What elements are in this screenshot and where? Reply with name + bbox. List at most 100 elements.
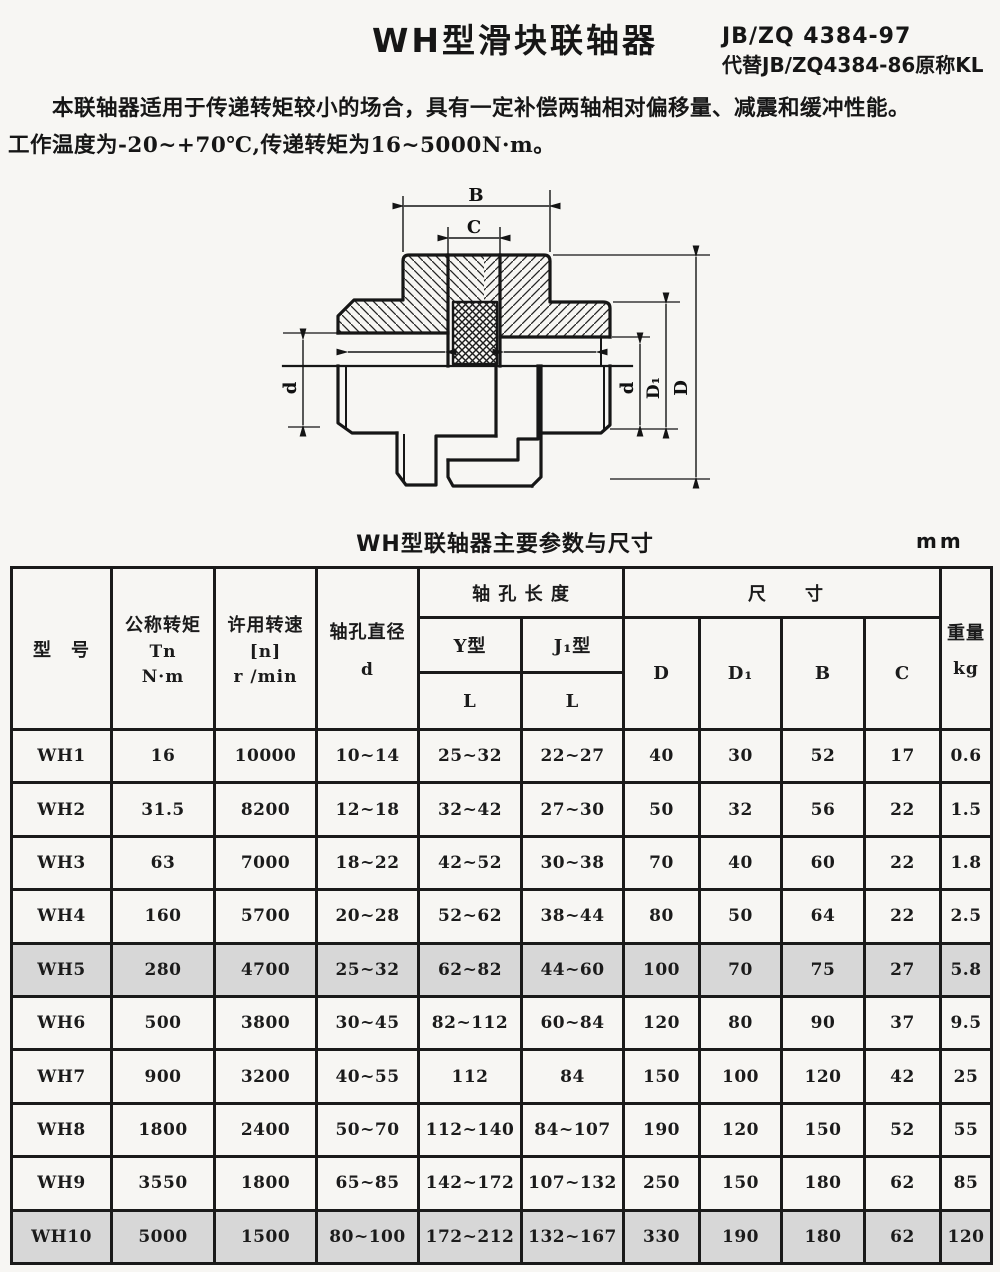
table-cell: 9.5 xyxy=(939,994,993,1052)
table-cell: 85 xyxy=(939,1155,993,1212)
model-cell: WH8 xyxy=(10,1101,113,1159)
col-header-B: B xyxy=(780,616,866,731)
table-cell: 70 xyxy=(622,834,701,892)
table-cell: 42~52 xyxy=(417,834,523,892)
model-cell: WH2 xyxy=(10,781,113,838)
model-cell: WH9 xyxy=(10,1155,113,1212)
col-header-torque: 公称转矩 Tn N·m xyxy=(110,566,216,731)
col-header-C: C xyxy=(863,616,942,731)
label-D1: D₁ xyxy=(644,377,664,399)
model-cell: WH1 xyxy=(10,727,113,785)
table-cell: 22 xyxy=(863,834,942,892)
table-cell: 25~32 xyxy=(315,941,420,998)
table-cell: 172~212 xyxy=(417,1208,523,1265)
col-header-weight: 重量 kg xyxy=(939,566,993,731)
table-cell: 8200 xyxy=(213,781,318,838)
table-cell: 60~84 xyxy=(520,994,625,1052)
upper-section-hatching xyxy=(338,255,610,364)
model-cell: WH4 xyxy=(10,888,113,945)
table-cell: 80 xyxy=(698,994,783,1052)
table-cell: 55 xyxy=(939,1101,993,1159)
table-cell: 12~18 xyxy=(315,781,420,838)
col-header-D: D xyxy=(622,616,701,731)
model-cell: WH7 xyxy=(10,1048,113,1105)
col-header-L-y: L xyxy=(417,671,523,731)
table-cell: 62 xyxy=(863,1155,942,1212)
table-cell: 84~107 xyxy=(520,1101,625,1159)
table-cell: 3800 xyxy=(213,994,318,1052)
table-cell: 60 xyxy=(780,834,866,892)
table-cell: 1800 xyxy=(110,1101,216,1159)
table-cell: 120 xyxy=(698,1101,783,1159)
table-cell: 27 xyxy=(863,941,942,998)
table-cell: 40 xyxy=(622,727,701,785)
table-cell: 52 xyxy=(863,1101,942,1159)
table-cell: 75 xyxy=(780,941,866,998)
table-cell: 40 xyxy=(698,834,783,892)
table-cell: 160 xyxy=(110,888,216,945)
table-cell: 44~60 xyxy=(520,941,625,998)
table-cell: 90 xyxy=(780,994,866,1052)
table-cell: 107~132 xyxy=(520,1155,625,1212)
table-cell: 180 xyxy=(780,1208,866,1265)
table-cell: 190 xyxy=(622,1101,701,1159)
table-cell: 2400 xyxy=(213,1101,318,1159)
table-cell: 56 xyxy=(780,781,866,838)
page-title: WH型滑块联轴器 xyxy=(371,21,659,60)
intro-line-1: 本联轴器适用于传递转矩较小的场合，具有一定补偿两轴相对偏移量、减震和缓冲性能。 xyxy=(52,96,911,121)
label-d-right: d xyxy=(617,381,638,394)
table-cell: 0.6 xyxy=(939,727,993,785)
table-cell: 500 xyxy=(110,994,216,1052)
table-cell: 180 xyxy=(780,1155,866,1212)
table-cell: 190 xyxy=(698,1208,783,1265)
table-cell: 30~45 xyxy=(315,994,420,1052)
table-cell: 16 xyxy=(110,727,216,785)
table-cell: 62 xyxy=(863,1208,942,1265)
model-cell: WH10 xyxy=(10,1208,113,1265)
table-cell: 22 xyxy=(863,781,942,838)
dimension-labels: B C d d D₁ D xyxy=(280,185,692,399)
table-cell: 4700 xyxy=(213,941,318,998)
table-cell: 50 xyxy=(698,888,783,945)
table-cell: 52 xyxy=(780,727,866,785)
table-cell: 5.8 xyxy=(939,941,993,998)
table-cell: 64 xyxy=(780,888,866,945)
table-cell: 10~14 xyxy=(315,727,420,785)
table-cell: 5000 xyxy=(110,1208,216,1265)
table-cell: 31.5 xyxy=(110,781,216,838)
table-cell: 38~44 xyxy=(520,888,625,945)
standard-replaces: 代替JB/ZQ4384-86原称KL xyxy=(722,53,984,77)
table-cell: 32~42 xyxy=(417,781,523,838)
table-cell: 32 xyxy=(698,781,783,838)
table-cell: 142~172 xyxy=(417,1155,523,1212)
table-cell: 37 xyxy=(863,994,942,1052)
col-header-L-j: L xyxy=(520,671,625,731)
col-group-bore-length: 轴 孔 长 度 xyxy=(417,566,625,619)
table-cell: 30 xyxy=(698,727,783,785)
table-cell: 18~22 xyxy=(315,834,420,892)
label-d-left: d xyxy=(280,381,301,394)
intro-paragraph: 本联轴器适用于传递转矩较小的场合，具有一定补偿两轴相对偏移量、减震和缓冲性能。 … xyxy=(8,90,996,164)
col-header-model: 型 号 xyxy=(10,566,113,731)
table-cell: 30~38 xyxy=(520,834,625,892)
col-group-dimensions: 尺 寸 xyxy=(622,566,942,619)
table-cell: 17 xyxy=(863,727,942,785)
table-cell: 330 xyxy=(622,1208,701,1265)
table-cell: 5700 xyxy=(213,888,318,945)
table-cell: 65~85 xyxy=(315,1155,420,1212)
table-cell: 120 xyxy=(622,994,701,1052)
table-cell: 112~140 xyxy=(417,1101,523,1159)
col-header-speed: 许用转速 [n] r /min xyxy=(213,566,318,731)
table-cell: 280 xyxy=(110,941,216,998)
table-cell: 62~82 xyxy=(417,941,523,998)
dimension-lines xyxy=(283,190,710,489)
